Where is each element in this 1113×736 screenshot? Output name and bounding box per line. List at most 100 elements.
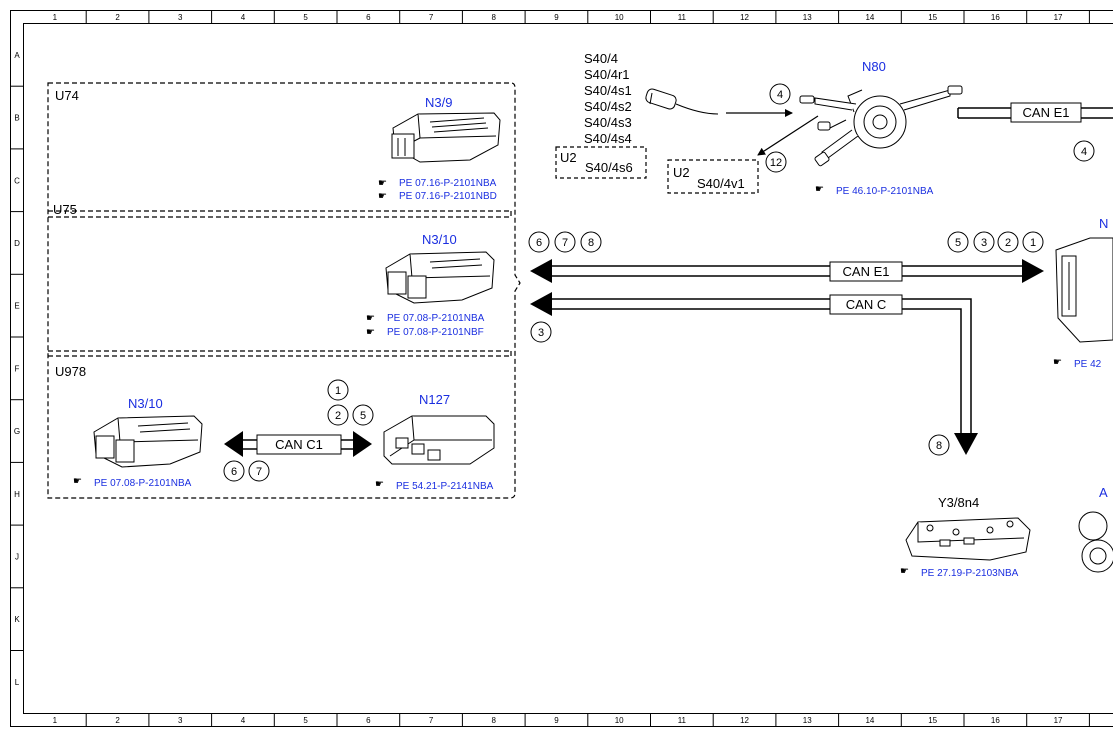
svg-text:8: 8 [936, 440, 942, 452]
frame-row-label: K [14, 615, 20, 624]
marker-circle: 4 [769, 83, 791, 105]
bus-can-c: CAN C [530, 292, 978, 455]
ref-link-n3-9-a[interactable]: PE 07.16-P-2101NBA [399, 178, 497, 189]
steering-column-module-n80-image [799, 85, 963, 167]
bus-can-e1-top: CAN E1 [957, 102, 1113, 123]
ref-link-n80[interactable]: PE 46.10-P-2101NBA [836, 186, 934, 197]
marker-circle: 12 [765, 151, 787, 173]
hand-pointer-icon: ☛ [375, 479, 384, 490]
frame-column-label: 15 [928, 716, 937, 725]
transmission-control-y3-8n4-image [905, 517, 1031, 561]
group-label-u978: U978 [55, 364, 86, 379]
switch-label: S40/4s1 [584, 83, 632, 98]
hand-pointer-icon: ☛ [73, 476, 82, 487]
frame-column-label: 6 [366, 716, 371, 725]
u2-box-b [667, 159, 759, 194]
svg-text:7: 7 [562, 237, 568, 249]
frame-column-label: 10 [615, 716, 624, 725]
frame-column-label: 8 [492, 716, 497, 725]
marker-circle: 3 [530, 321, 552, 343]
svg-text:6: 6 [536, 237, 542, 249]
u2-box-a [555, 146, 647, 179]
ref-n3-10[interactable]: ☛ PE 07.08-P-2101NBA ☛ PE 07.08-P-2101NB… [366, 313, 485, 338]
ref-n80[interactable]: ☛ PE 46.10-P-2101NBA [815, 184, 934, 197]
frame-column-label: 13 [803, 13, 812, 22]
ref-u978-n3-10[interactable]: ☛ PE 07.08-P-2101NBA [73, 476, 192, 489]
switch-label-s40-4s6: S40/4s6 [585, 160, 633, 175]
svg-text:2: 2 [1005, 237, 1011, 249]
bus-label-can-e1: CAN E1 [843, 264, 890, 279]
frame-column-label: 14 [865, 13, 874, 22]
bus-can-c1: CAN C1 [224, 431, 372, 457]
component-label-a-partial: A [1099, 485, 1108, 500]
switch-labels: S40/4 S40/4r1 S40/4s1 S40/4s2 S40/4s3 S4… [584, 51, 632, 146]
svg-text:2: 2 [335, 410, 341, 422]
frame-column-label: 1 [53, 13, 58, 22]
group-label-u75: U75 [53, 202, 77, 217]
frame-column-label: 12 [740, 13, 749, 22]
frame-column-label: 16 [991, 13, 1000, 22]
switch-label: S40/4s3 [584, 115, 632, 130]
ref-link-u978-n3-10[interactable]: PE 07.08-P-2101NBA [94, 478, 192, 489]
marker-circle: 1 [327, 379, 349, 401]
ref-link-n-partial[interactable]: PE 42 [1074, 359, 1102, 370]
frame-column-label: 12 [740, 716, 749, 725]
marker-circle: 5 [947, 231, 969, 253]
bus-label-can-c: CAN C [846, 297, 886, 312]
component-label-n80: N80 [862, 59, 886, 74]
switch-label: S40/4 [584, 51, 618, 66]
ref-y3[interactable]: ☛ PE 27.19-P-2103NBA [900, 566, 1019, 579]
marker-circle: 8 [580, 231, 602, 253]
svg-text:3: 3 [538, 327, 544, 339]
marker-circle: 6 [528, 231, 550, 253]
frame-column-label: 4 [241, 716, 246, 725]
frame-column-label: 3 [178, 13, 183, 22]
connection-markers: 4 12 4 6 7 8 5 3 2 1 3 8 1 2 5 6 7 [223, 83, 1095, 482]
frame-column-label: 13 [803, 716, 812, 725]
component-label-n3-10-u978: N3/10 [128, 396, 163, 411]
ref-link-n3-9-b[interactable]: PE 07.16-P-2101NBD [399, 191, 497, 202]
partial-module-image [1055, 237, 1113, 343]
svg-text:5: 5 [360, 410, 366, 422]
marker-circle: 1 [1022, 231, 1044, 253]
frame-column-label: 16 [991, 716, 1000, 725]
component-label-n3-9: N3/9 [425, 95, 452, 110]
marker-circle: 7 [248, 460, 270, 482]
bus-can-e1-main: CAN E1 [530, 259, 1044, 283]
hand-pointer-icon: ☛ [366, 313, 375, 324]
svg-text:8: 8 [588, 237, 594, 249]
frame-column-label: 4 [241, 13, 246, 22]
frame-column-label: 6 [366, 13, 371, 22]
marker-circle: 6 [223, 460, 245, 482]
frame-column-label: 17 [1054, 13, 1063, 22]
ref-link-y3[interactable]: PE 27.19-P-2103NBA [921, 568, 1019, 579]
hand-pointer-icon: ☛ [815, 184, 824, 195]
frame-column-label: 1 [53, 716, 58, 725]
frame-column-label: 11 [678, 716, 687, 725]
stalk-switch-image [645, 88, 719, 115]
frame-row-label: J [15, 552, 19, 561]
ref-link-n127[interactable]: PE 54.21-P-2141NBA [396, 481, 494, 492]
hand-pointer-icon: ☛ [378, 191, 387, 202]
svg-text:1: 1 [335, 385, 341, 397]
svg-text:12: 12 [770, 157, 782, 169]
ref-n3-9[interactable]: ☛ PE 07.16-P-2101NBA ☛ PE 07.16-P-2101NB… [378, 178, 497, 202]
hand-pointer-icon: ☛ [1053, 357, 1062, 368]
hand-pointer-icon: ☛ [378, 178, 387, 189]
frame-column-label: 17 [1054, 716, 1063, 725]
frame-column-label: 11 [678, 13, 687, 22]
component-label-n3-10: N3/10 [422, 232, 457, 247]
marker-circle: 3 [973, 231, 995, 253]
component-label-n127: N127 [419, 392, 450, 407]
ref-link-n3-10-b[interactable]: PE 07.08-P-2101NBF [387, 327, 484, 338]
u2-label-a: U2 [560, 150, 577, 165]
frame-row-label: H [14, 490, 20, 499]
module-n127-image [383, 415, 495, 465]
ref-n-partial[interactable]: ☛ PE 42 [1053, 357, 1102, 370]
frame-row-label: G [14, 427, 20, 436]
signal-arrows-n80 [726, 109, 819, 156]
partial-actuator-image [1078, 511, 1113, 573]
frame-column-label: 2 [115, 13, 120, 22]
ref-link-n3-10-a[interactable]: PE 07.08-P-2101NBA [387, 313, 485, 324]
ref-n127[interactable]: ☛ PE 54.21-P-2141NBA [375, 479, 494, 492]
